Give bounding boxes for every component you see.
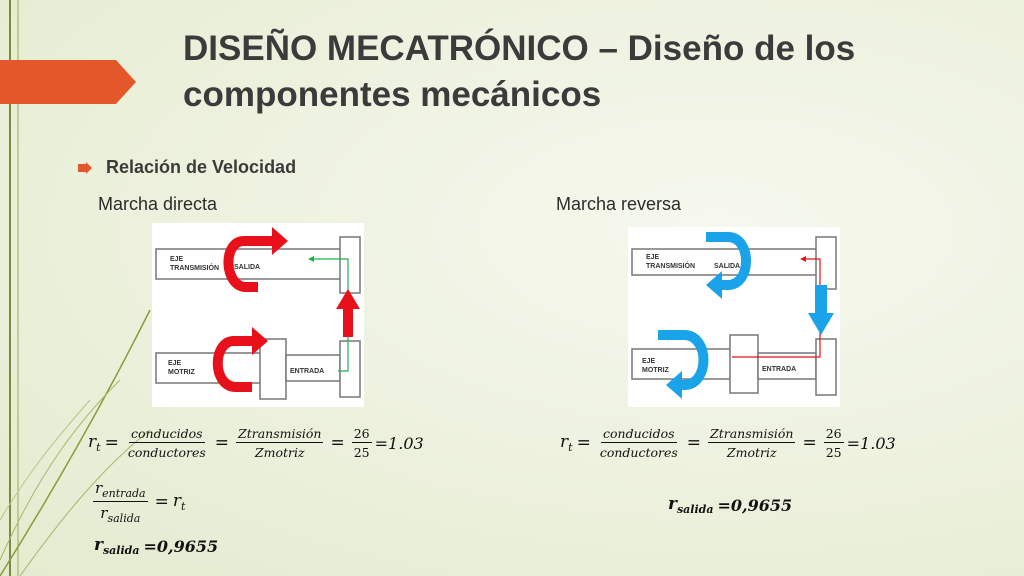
down-arrow [815,285,827,315]
heading-reverse: Marcha reversa [556,194,682,214]
output-rotation-arrow-reverse [706,232,751,290]
in-label: ENTRADA [290,368,324,375]
input-rotation-arrow [212,336,256,392]
up-arrow [343,307,353,337]
bullet-item: Relación de Velocidad [78,157,296,178]
out-label-reverse: SALIDA [714,263,740,270]
input-rotation-arrow-reverse [658,330,709,390]
eq-lhs: rt [88,432,101,454]
out-label: SALIDA [234,264,260,271]
in-label-reverse: ENTRADA [762,366,796,373]
slide-title: DISEÑO MECATRÓNICO – Diseño de los compo… [183,29,856,114]
bullet-label: Relación de Velocidad [106,157,297,177]
output-rotation-arrow [223,236,274,292]
arrow-bullet-icon [78,161,92,174]
right-equation-result: rsalida =0,9655 [668,494,793,516]
heading-direct: Marcha directa [98,194,218,214]
accent-tab [0,60,136,104]
left-equation-input-output: rentrada rsalida = rt [93,479,186,525]
left-equation-result: rsalida =0,9655 [94,535,219,557]
fraction-entrada-salida: rentrada rsalida [93,479,148,525]
eq-result: =1.03 [374,433,424,453]
